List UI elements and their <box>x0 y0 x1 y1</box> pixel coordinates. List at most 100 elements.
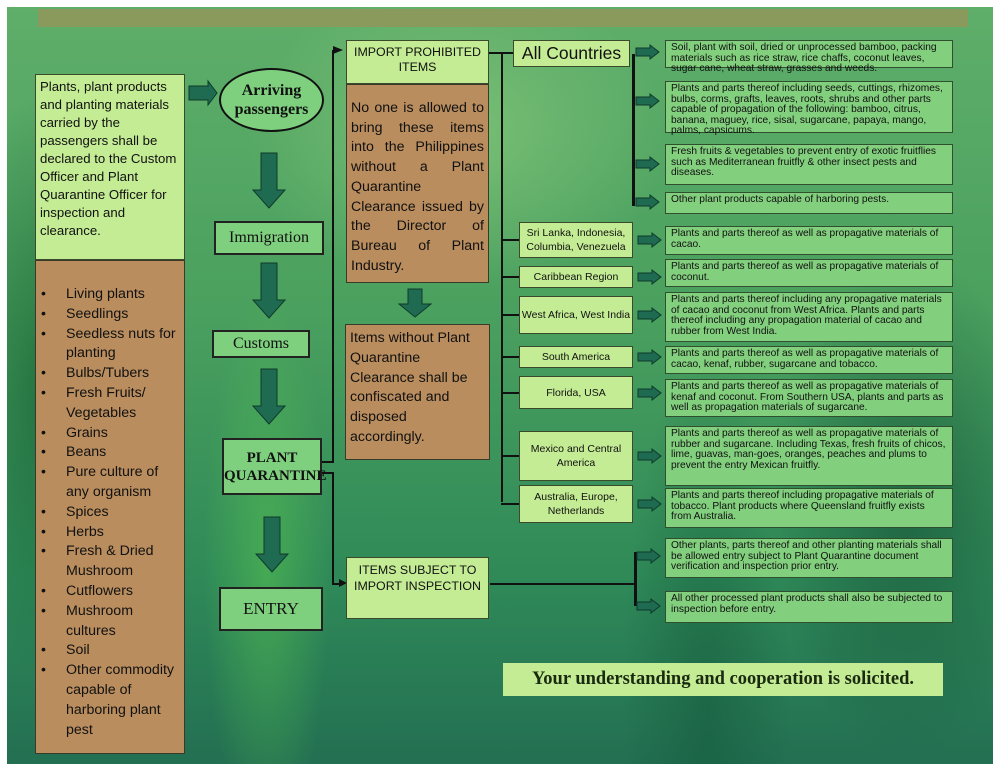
connector-line <box>501 314 519 316</box>
inspection-info: All other processed plant products shall… <box>665 591 953 623</box>
connector-line <box>332 583 342 585</box>
prohibited-body: No one is allowed to bring these items i… <box>351 100 484 274</box>
region-info-text: Plants and parts thereof including propa… <box>671 490 934 522</box>
connector-line <box>501 239 519 241</box>
list-item: Spices <box>41 503 180 523</box>
prohibited-description: No one is allowed to bring these items i… <box>346 84 489 283</box>
inspection-info-text: Other plants, parts thereof and other pl… <box>671 540 942 572</box>
all-countries-info-text: Fresh fruits & vegetables to prevent ent… <box>671 146 936 178</box>
region-box: Sri Lanka, Indonesia, Columbia, Venezuel… <box>519 222 633 258</box>
right-arrow-icon <box>635 92 660 110</box>
connector-line <box>501 503 519 505</box>
list-item: Seedlings <box>41 305 180 325</box>
prohibited-items-list: Living plantsSeedlingsSeedless nuts for … <box>35 260 185 754</box>
entry-label: ENTRY <box>243 599 299 618</box>
list-item: Pure culture of any organism <box>41 463 180 503</box>
right-arrow-icon <box>637 231 662 249</box>
connector-line <box>322 461 334 463</box>
customs-label: Customs <box>232 335 289 352</box>
region-info-text: Plants and parts thereof as well as prop… <box>671 261 939 283</box>
right-arrow-icon <box>637 268 662 286</box>
all-countries-header: All Countries <box>513 40 630 67</box>
list-item: Fresh & Dried Mushroom <box>41 542 180 582</box>
right-arrow-icon <box>635 155 660 173</box>
list-item: Cutflowers <box>41 582 180 602</box>
list-item: Herbs <box>41 523 180 543</box>
immigration-label: Immigration <box>229 229 309 246</box>
region-info: Plants and parts thereof as well as prop… <box>665 346 953 374</box>
connector-line <box>501 391 519 394</box>
all-countries-info: Soil, plant with soil, dried or unproces… <box>665 40 953 74</box>
region-box-text: Caribbean Region <box>533 271 619 283</box>
region-info-text: Plants and parts thereof as well as prop… <box>671 428 946 471</box>
plant-quarantine-step: PLANT QUARANTINE <box>222 438 327 495</box>
region-info: Plants and parts thereof as well as prop… <box>665 259 953 287</box>
inspection-info-text: All other processed plant products shall… <box>671 593 943 615</box>
down-arrow-icon <box>251 152 287 209</box>
import-inspection-title: ITEMS SUBJECT TO IMPORT INSPECTION <box>346 557 489 619</box>
right-arrow-icon <box>636 597 661 615</box>
connector-line <box>634 552 637 606</box>
region-info-text: Plants and parts thereof including any p… <box>671 294 942 337</box>
intro-text: Plants, plant products and planting mate… <box>40 79 177 238</box>
region-info: Plants and parts thereof including any p… <box>665 292 953 342</box>
all-countries-info-text: Plants and parts thereof including seeds… <box>671 83 943 136</box>
connector-line <box>501 356 519 358</box>
down-arrow-icon <box>251 368 287 425</box>
intro-box: Plants, plant products and planting mate… <box>35 74 185 260</box>
arriving-passengers-label: Arriving passengers <box>234 82 309 118</box>
all-countries-info: Fresh fruits & vegetables to prevent ent… <box>665 144 953 185</box>
region-info: Plants and parts thereof including propa… <box>665 488 953 528</box>
all-countries-info-text: Other plant products capable of harborin… <box>671 194 890 205</box>
list-item: Beans <box>41 443 180 463</box>
confiscation-box: Items without Plant Quarantine Clearance… <box>345 324 490 460</box>
region-box: West Africa, West India <box>519 296 633 334</box>
arrow-head-icon <box>339 579 347 587</box>
footer-banner: Your understanding and cooperation is so… <box>503 663 943 696</box>
right-arrow-icon <box>637 447 662 465</box>
import-inspection-label: ITEMS SUBJECT TO IMPORT INSPECTION <box>354 563 481 593</box>
arriving-passengers-node: Arriving passengers <box>219 68 324 132</box>
list-item: Soil <box>41 641 180 661</box>
arrow-head-icon <box>333 46 343 54</box>
list-item: Mushroom cultures <box>41 602 180 642</box>
region-info: Plants and parts thereof as well as prop… <box>665 226 953 255</box>
right-arrow-icon <box>635 43 660 61</box>
region-info: Plants and parts thereof as well as prop… <box>665 426 953 486</box>
import-prohibited-title: IMPORT PROHIBITED ITEMS <box>346 40 489 84</box>
right-arrow-icon <box>188 79 218 107</box>
region-box-text: Mexico and Central America <box>530 443 622 469</box>
all-countries-label: All Countries <box>521 43 622 63</box>
region-box-text: Sri Lanka, Indonesia, Columbia, Venezuel… <box>526 227 626 253</box>
connector-line <box>632 54 635 206</box>
region-box-text: West Africa, West India <box>521 309 631 321</box>
top-banner-bar <box>38 9 968 27</box>
connector-line <box>332 50 334 463</box>
region-info: Plants and parts thereof as well as prop… <box>665 379 953 417</box>
connector-line <box>490 583 635 585</box>
list-item: Fresh Fruits/ Vegetables <box>41 384 180 424</box>
connector-line <box>501 455 519 457</box>
import-prohibited-label: IMPORT PROHIBITED ITEMS <box>354 45 481 74</box>
customs-step: Customs <box>212 330 310 358</box>
region-info-text: Plants and parts thereof as well as prop… <box>671 348 939 370</box>
region-info-text: Plants and parts thereof as well as prop… <box>671 228 939 250</box>
region-box: Australia, Europe, Netherlands <box>519 485 633 523</box>
all-countries-info: Plants and parts thereof including seeds… <box>665 81 953 136</box>
region-info-text: Plants and parts thereof as well as prop… <box>671 381 944 413</box>
region-box-text: South America <box>541 351 611 363</box>
region-box-text: Florida, USA <box>546 386 606 399</box>
right-arrow-icon <box>636 547 661 565</box>
right-arrow-icon <box>637 495 662 513</box>
connector-line <box>501 276 519 278</box>
region-box: Caribbean Region <box>519 266 633 288</box>
region-box: South America <box>519 346 633 368</box>
region-box: Florida, USA <box>519 376 633 409</box>
list-item: Seedless nuts for planting <box>41 325 180 365</box>
items-list: Living plantsSeedlingsSeedless nuts for … <box>41 285 180 740</box>
immigration-step: Immigration <box>214 221 324 255</box>
footer-text: Your understanding and cooperation is so… <box>531 669 915 689</box>
plant-quarantine-label: PLANT QUARANTINE <box>224 450 327 484</box>
list-item: Other commodity capable of harboring pla… <box>41 661 180 740</box>
list-item: Bulbs/Tubers <box>41 364 180 384</box>
